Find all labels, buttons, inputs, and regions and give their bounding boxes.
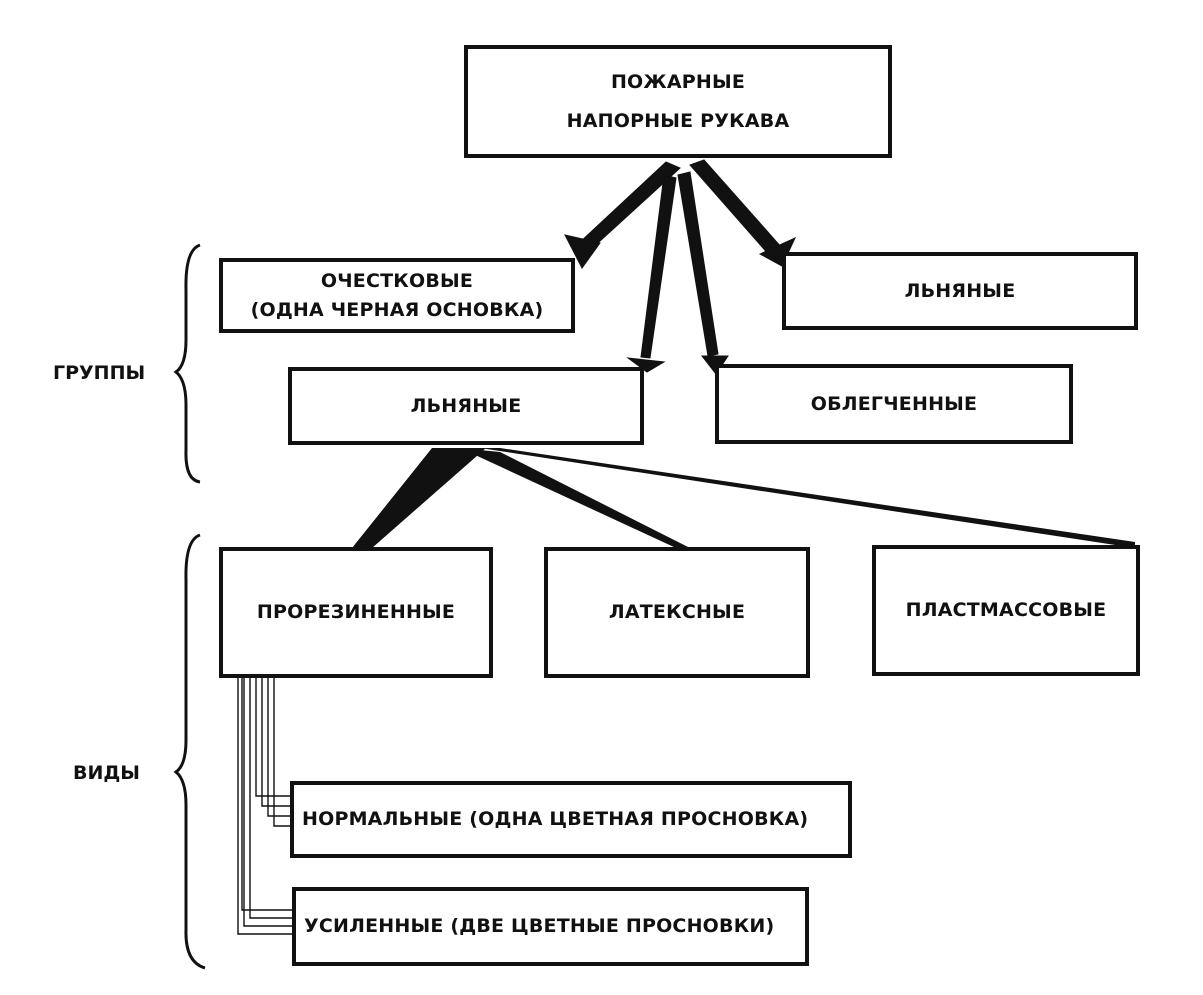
type-lateksnye: ЛАТЕКСНЫЕ — [544, 547, 810, 678]
subtype-normalnye: НОРМАЛЬНЫЕ (ОДНА ЦВЕТНАЯ ПРОСНОВКА) — [290, 781, 852, 858]
arrow-to-oblegchennye — [677, 171, 719, 357]
group-lnyanye-center: ЛЬНЯНЫЕ — [288, 367, 644, 445]
arrow-to-lnyanye-right — [689, 159, 783, 257]
lead-normalnye-3 — [267, 676, 292, 817]
type-prorezinennye: ПРОРЕЗИНЕННЫЕ — [219, 547, 493, 678]
subtype-usilennye-label: УСИЛЕННЫЕ (ДВЕ ЦВЕТНЫЕ ПРОСНОВКИ) — [304, 915, 775, 938]
root-title-line2: НАПОРНЫЕ РУКАВА — [566, 109, 790, 132]
arrowhead-ochestkovye — [564, 234, 601, 269]
lnyanye-to-types-connectors — [352, 448, 1135, 548]
lead-usilennye-1 — [237, 676, 294, 935]
lead-normalnye-2 — [261, 676, 292, 807]
connector-to-plastmassovye — [480, 448, 1135, 548]
connector-to-lateksnye — [460, 448, 690, 548]
type-plastmassovye: ПЛАСТМАССОВЫЕ — [872, 545, 1140, 676]
lead-normalnye-1 — [255, 676, 292, 797]
group-ochestkovye: ОЧЕСТКОВЫЕ (ОДНА ЧЕРНАЯ ОСНОВКА) — [219, 258, 575, 333]
group-oblegchennye-label: ОБЛЕГЧЕННЫЕ — [810, 392, 978, 415]
type-lateksnye-label: ЛАТЕКСНЫЕ — [608, 601, 746, 624]
root-title-line1: ПОЖАРНЫЕ — [610, 71, 746, 93]
lead-usilennye-3 — [249, 676, 294, 919]
arrowhead-lnyanye-center — [626, 357, 666, 373]
root-node: ПОЖАРНЫЕ НАПОРНЫЕ РУКАВА — [464, 45, 892, 158]
lead-usilennye-2 — [243, 676, 294, 927]
group-lnyanye-right: ЛЬНЯНЫЕ — [782, 252, 1138, 330]
group-ochestkovye-line2: (ОДНА ЧЕРНАЯ ОСНОВКА) — [250, 298, 544, 321]
root-to-groups-arrows — [564, 159, 797, 375]
groups-brace — [173, 243, 201, 484]
connector-to-prorezinennye — [352, 448, 486, 548]
types-brace — [173, 533, 206, 970]
subtype-normalnye-label: НОРМАЛЬНЫЕ (ОДНА ЦВЕТНАЯ ПРОСНОВКА) — [302, 808, 809, 831]
group-ochestkovye-line1: ОЧЕСТКОВЫЕ — [320, 270, 474, 292]
lead-normalnye-4 — [273, 676, 292, 827]
types-label: ВИДЫ — [73, 762, 140, 784]
type-prorezinennye-label: ПРОРЕЗИНЕННЫЕ — [256, 601, 456, 624]
groups-label: ГРУППЫ — [53, 362, 146, 384]
type-plastmassovye-label: ПЛАСТМАССОВЫЕ — [905, 599, 1107, 622]
lead-usilennye-4 — [241, 676, 294, 911]
subtype-usilennye: УСИЛЕННЫЕ (ДВЕ ЦВЕТНЫЕ ПРОСНОВКИ) — [292, 887, 809, 966]
subtype-leads — [237, 676, 294, 935]
group-oblegchennye: ОБЛЕГЧЕННЫЕ — [715, 364, 1073, 444]
arrow-to-lnyanye-center — [640, 174, 677, 359]
group-lnyanye-right-label: ЛЬНЯНЫЕ — [904, 279, 1016, 302]
group-lnyanye-center-label: ЛЬНЯНЫЕ — [410, 394, 522, 417]
